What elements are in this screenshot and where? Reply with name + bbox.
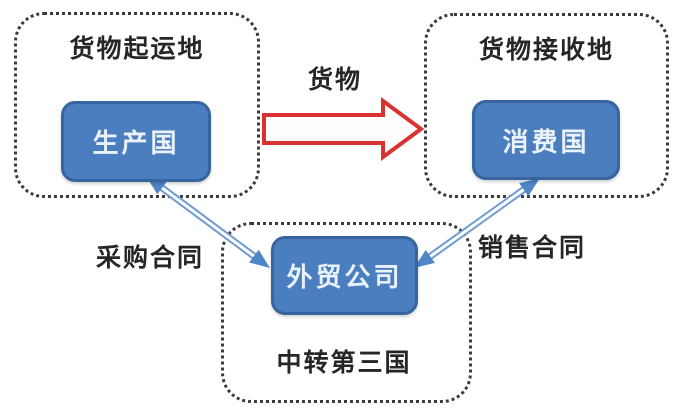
foreign-trade-company-label: 外贸公司 bbox=[286, 262, 403, 292]
destination-dashed-container: 货物接收地 bbox=[424, 13, 669, 198]
producer-country-node: 生产国 bbox=[61, 101, 211, 182]
destination-title: 货物接收地 bbox=[478, 36, 614, 64]
purchase-contract-label: 采购合同 bbox=[95, 244, 204, 272]
goods-arrow-label: 货物 bbox=[307, 66, 362, 94]
producer-country-label: 生产国 bbox=[92, 128, 180, 158]
foreign-trade-company-node: 外贸公司 bbox=[271, 236, 418, 315]
consumer-country-label: 消费国 bbox=[502, 126, 590, 157]
goods-arrow bbox=[262, 97, 425, 161]
origin-title: 货物起运地 bbox=[69, 35, 205, 63]
consumer-country-node: 消费国 bbox=[472, 100, 620, 180]
transit-dashed-container bbox=[221, 222, 472, 403]
sales-contract-label: 销售合同 bbox=[477, 234, 586, 262]
transit-country-title: 中转第三国 bbox=[276, 349, 412, 377]
origin-dashed-container: 货物起运地 bbox=[14, 12, 260, 198]
